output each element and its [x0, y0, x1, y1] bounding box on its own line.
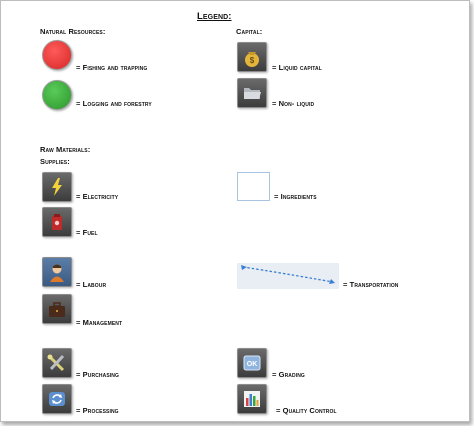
natural-resources-heading: Natural Resources:: [40, 27, 106, 36]
non-liquid-label: = Non- liquid: [272, 99, 315, 108]
capital-heading: Capital:: [236, 27, 263, 36]
folder-icon: [237, 78, 267, 108]
fishing-circle-icon: [42, 40, 72, 70]
briefcase-icon: [42, 294, 72, 324]
grading-ok-icon: OK: [237, 348, 267, 378]
purchasing-tools-icon: [42, 348, 72, 378]
supplies-heading: Supplies:: [40, 157, 70, 166]
transportation-label: = Transportation: [343, 280, 399, 289]
electricity-icon: [42, 172, 72, 202]
ingredients-label: = Ingredients: [274, 192, 317, 201]
purchasing-label: = Purchasing: [76, 370, 119, 379]
svg-text:$: $: [250, 56, 255, 65]
management-label: = Management: [76, 318, 123, 327]
quality-control-label: = Quality Control: [276, 406, 337, 415]
grading-icon-text: OK: [247, 361, 258, 368]
processing-cycle-icon: [42, 384, 72, 414]
legend-title: Legend:: [197, 11, 232, 22]
logging-label: = Logging and forestry: [76, 99, 152, 108]
liquid-capital-label: = Liquid capital: [272, 63, 322, 72]
labour-person-icon: [42, 257, 72, 287]
fuel-icon: [42, 207, 72, 237]
logging-circle-icon: [42, 80, 72, 110]
quality-control-chart-icon: [237, 384, 267, 414]
ingredients-box-icon: [237, 172, 270, 201]
raw-materials-heading: Raw Materials:: [40, 145, 91, 154]
electricity-label: = Electricity: [76, 192, 119, 201]
grading-label: = Grading: [272, 370, 305, 379]
transportation-arrow-icon: [237, 263, 339, 289]
fishing-label: = Fishing and trapping: [76, 63, 148, 72]
money-bag-icon: $: [237, 42, 267, 72]
processing-label: = Processing: [76, 406, 119, 415]
fuel-label: = Fuel: [76, 228, 98, 237]
labour-label: = Labour: [76, 280, 107, 289]
